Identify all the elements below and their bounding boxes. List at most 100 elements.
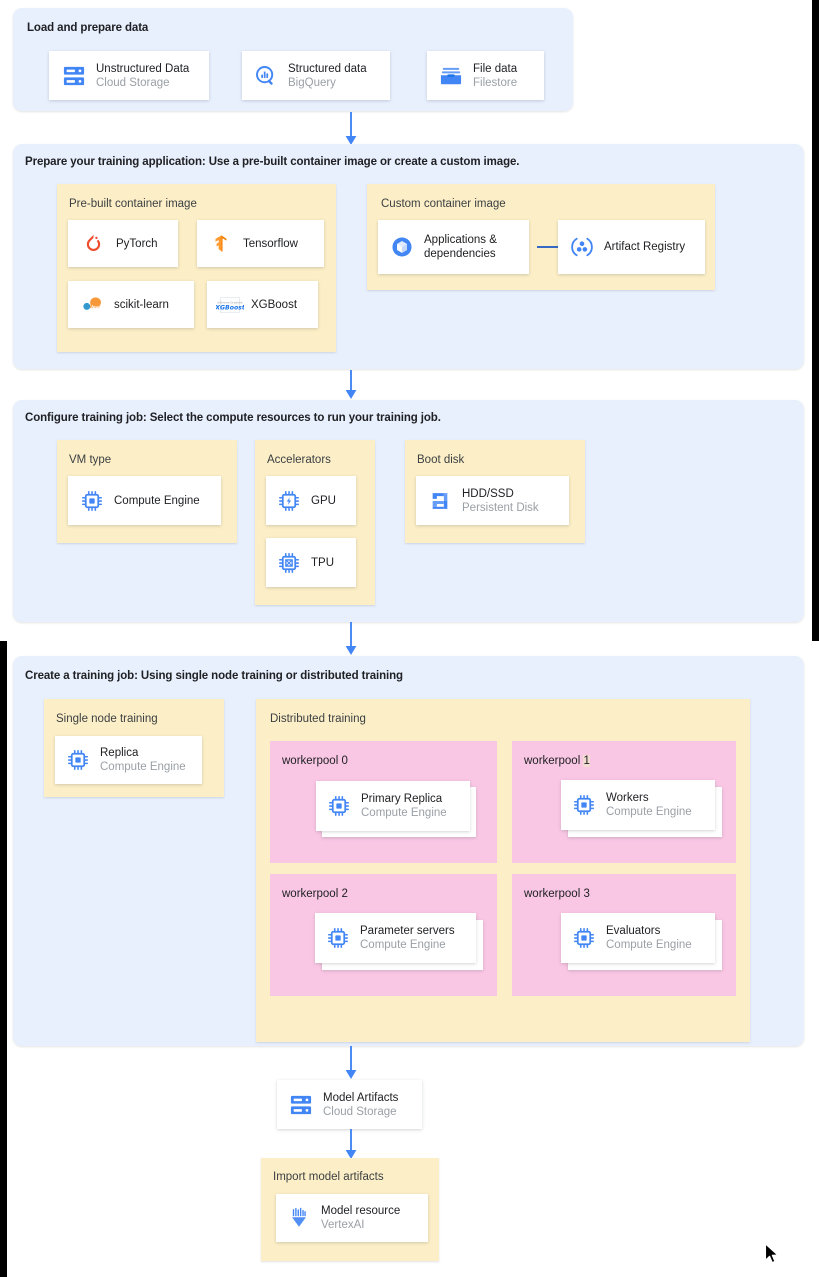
stage-title: Load and prepare data <box>27 22 149 34</box>
artifact-registry-icon <box>569 236 595 258</box>
card-title: Evaluators <box>606 925 661 937</box>
card-parameter-servers[interactable]: Parameter servers Compute Engine <box>315 913 476 963</box>
card-subtitle: Compute Engine <box>361 807 447 819</box>
card-replica[interactable]: Replica Compute Engine <box>55 736 202 784</box>
arrow-configure-to-create <box>345 622 357 655</box>
arrow-create-to-model-artifacts <box>345 1046 357 1079</box>
card-gpu[interactable]: GPU <box>266 476 356 525</box>
card-title: GPU <box>311 494 336 507</box>
card-title: Parameter servers <box>360 925 455 937</box>
pool-workerpool-1[interactable]: workerpool 1 Workers Compute Engine <box>512 741 736 863</box>
card-title: Primary Replica <box>361 793 443 805</box>
card-subtitle: Compute Engine <box>606 806 692 818</box>
card-xgboost[interactable]: XGBoost <box>207 281 318 328</box>
group-title: Custom container image <box>381 198 506 210</box>
right-edge-bar <box>812 0 819 641</box>
compute-engine-icon <box>79 489 105 512</box>
card-subtitle: Filestore <box>473 76 518 89</box>
group-accelerators[interactable]: Accelerators GPU TPU <box>255 440 375 605</box>
gpu-icon <box>276 489 302 512</box>
stage-title: Create a training job: Using single node… <box>25 670 403 682</box>
pool-title: workerpool 2 <box>282 888 348 900</box>
group-title: Boot disk <box>417 454 465 466</box>
stage-prepare-training-application[interactable]: Prepare your training application: Use a… <box>13 144 804 369</box>
card-subtitle: Persistent Disk <box>462 501 539 514</box>
card-pytorch[interactable]: PyTorch <box>68 220 178 267</box>
group-vm-type[interactable]: VM type Compute Engine <box>57 440 237 543</box>
compute-engine-icon <box>65 749 91 771</box>
group-custom-container-image[interactable]: Custom container image Applications & de… <box>367 184 715 290</box>
card-tpu[interactable]: TPU <box>266 538 356 587</box>
group-title: Distributed training <box>270 713 366 725</box>
group-title: Accelerators <box>267 454 331 466</box>
pool-workerpool-2[interactable]: workerpool 2 Parameter servers Compute E… <box>270 874 497 996</box>
card-title: XGBoost <box>251 298 298 311</box>
card-subtitle: Cloud Storage <box>96 76 170 89</box>
card-file-data[interactable]: File data Filestore <box>427 51 544 100</box>
pool-label-prefix: workerpool <box>524 755 584 767</box>
card-model-resource[interactable]: Model resource VertexAI <box>276 1194 428 1242</box>
card-primary-replica[interactable]: Primary Replica Compute Engine <box>316 781 470 831</box>
pool-label-index: 2 <box>341 888 348 900</box>
pool-workerpool-3[interactable]: workerpool 3 Evaluators Compute Engine <box>512 874 736 996</box>
card-evaluators[interactable]: Evaluators Compute Engine <box>561 913 715 963</box>
card-subtitle: Compute Engine <box>360 939 446 951</box>
card-title: Artifact Registry <box>604 241 686 253</box>
card-title-line2: dependencies <box>424 248 496 260</box>
stage-configure-training-job[interactable]: Configure training job: Select the compu… <box>13 400 804 622</box>
card-scikit-learn[interactable]: scikit-learn <box>68 281 194 328</box>
arrow-prepare-to-configure <box>345 370 357 399</box>
group-title: Pre-built container image <box>69 198 197 210</box>
card-structured-data[interactable]: Structured data BigQuery <box>242 51 390 100</box>
card-title: TPU <box>311 556 334 569</box>
stage-load-and-prepare-data[interactable]: Load and prepare data Unstructured Data … <box>13 8 573 111</box>
bigquery-icon <box>253 65 279 87</box>
card-unstructured-data[interactable]: Unstructured Data Cloud Storage <box>49 51 209 100</box>
left-edge-bar <box>0 641 7 1277</box>
card-workers[interactable]: Workers Compute Engine <box>561 780 715 830</box>
compute-engine-icon <box>326 795 352 817</box>
scikit-learn-icon <box>78 294 106 315</box>
card-title: scikit-learn <box>114 298 169 311</box>
card-title: Compute Engine <box>114 494 200 507</box>
filestore-icon <box>438 65 464 87</box>
card-tensorflow[interactable]: Tensorflow <box>197 220 324 267</box>
group-pre-built-container-image[interactable]: Pre-built container image PyTorch Tensor… <box>57 184 336 352</box>
group-distributed-training[interactable]: Distributed training workerpool 0 Primar… <box>256 699 750 1042</box>
group-single-node-training[interactable]: Single node training Replica Compute Eng… <box>44 699 224 797</box>
compute-engine-icon <box>571 794 597 816</box>
group-import-model-artifacts[interactable]: Import model artifacts Model resource Ve… <box>261 1158 439 1261</box>
stage-title: Prepare your training application: Use a… <box>25 156 520 168</box>
card-artifact-registry[interactable]: Artifact Registry <box>558 220 705 274</box>
card-title: Model Artifacts <box>323 1091 399 1104</box>
applications-dependencies-icon <box>389 236 415 258</box>
stage-title: Configure training job: Select the compu… <box>25 412 441 424</box>
card-title: File data <box>473 62 518 75</box>
card-subtitle: BigQuery <box>288 76 336 89</box>
pool-label-index-selected[interactable]: 1 <box>583 755 590 767</box>
card-subtitle: Compute Engine <box>100 761 186 773</box>
group-title: Import model artifacts <box>273 1171 384 1183</box>
card-compute-engine[interactable]: Compute Engine <box>68 476 221 525</box>
group-boot-disk[interactable]: Boot disk HDD/SSD Persistent Disk <box>405 440 585 543</box>
pool-label-prefix: workerpool <box>282 755 342 767</box>
card-subtitle: VertexAI <box>321 1219 365 1231</box>
group-title: VM type <box>69 454 112 466</box>
arrow-model-artifacts-to-import <box>345 1129 357 1159</box>
xgboost-icon <box>215 295 245 315</box>
card-subtitle: Compute Engine <box>606 939 692 951</box>
pool-workerpool-0[interactable]: workerpool 0 Primary Replica Compute Eng… <box>270 741 497 863</box>
pool-label-index: 0 <box>341 755 348 767</box>
card-applications-dependencies[interactable]: Applications & dependencies <box>378 220 529 274</box>
arrow-load-to-prepare <box>345 112 357 145</box>
card-title: PyTorch <box>116 237 158 250</box>
card-hdd-ssd[interactable]: HDD/SSD Persistent Disk <box>416 476 569 525</box>
card-subtitle: Cloud Storage <box>323 1105 397 1118</box>
card-title: Applications & <box>424 234 497 246</box>
card-title: Model resource <box>321 1205 401 1217</box>
tpu-icon <box>276 551 302 574</box>
stage-create-training-job[interactable]: Create a training job: Using single node… <box>13 656 804 1046</box>
card-title: HDD/SSD <box>462 487 514 500</box>
card-model-artifacts[interactable]: Model Artifacts Cloud Storage <box>277 1080 422 1129</box>
